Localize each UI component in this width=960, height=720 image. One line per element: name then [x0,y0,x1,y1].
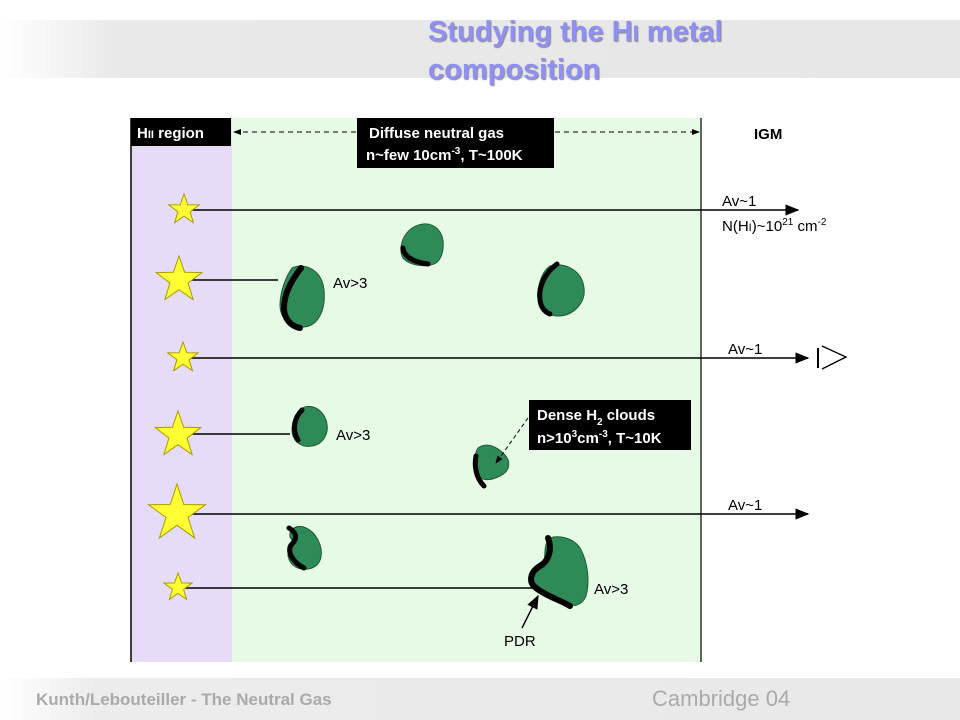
dense-clouds-pointer [495,417,529,464]
slide-title: Studying the HI metal composition [428,16,723,86]
cloud-4 [291,405,328,447]
pdr-pointer [521,594,539,629]
footer-venue: Cambridge 04 [652,686,791,711]
sightline3-av: Av~1 [728,341,762,358]
cloud-av-label-c: Av>3 [594,581,628,598]
cloud-av-label-a: Av>3 [333,275,367,292]
diffuse-gas-line2: n~few 10cm-3, T~100K [366,146,523,164]
cloud-7 [528,535,589,609]
sightline1-nhi: N(HI)~1021 cm-2 [722,217,827,235]
star-2 [154,254,204,301]
dense-clouds-line1: Dense H2 clouds [537,407,655,428]
cloud-6 [286,525,322,571]
star-1 [167,192,201,224]
footer-band [0,678,960,720]
cloud-5 [472,444,510,489]
hii-region-label: HII region [137,125,204,142]
footer-author: Kunth/Lebouteiller - The Neutral Gas [36,690,332,709]
cloud-1 [279,265,325,331]
cloud-av-label-b: Av>3 [336,427,370,444]
neutral-gas-area [232,118,701,662]
dense-clouds-line2: n>103cm-3, T~10K [537,429,662,447]
diffuse-gas-line1: Diffuse neutral gas [369,125,504,142]
cloud-3 [537,261,585,317]
title-band [0,20,960,78]
cloud-2 [400,223,444,267]
observer-eye-icon [817,345,848,370]
pdr-label: PDR [504,633,536,650]
dense-clouds-box [529,400,691,450]
sightline1-av: Av~1 [722,193,756,210]
igm-label: IGM [754,126,782,143]
hii-label-box [131,118,231,146]
star-3 [166,340,200,372]
star-5 [146,482,208,540]
star-6 [162,571,194,601]
sightline5-av: Av~1 [728,497,762,514]
star-4 [153,409,203,456]
diffuse-gas-box [357,118,554,168]
